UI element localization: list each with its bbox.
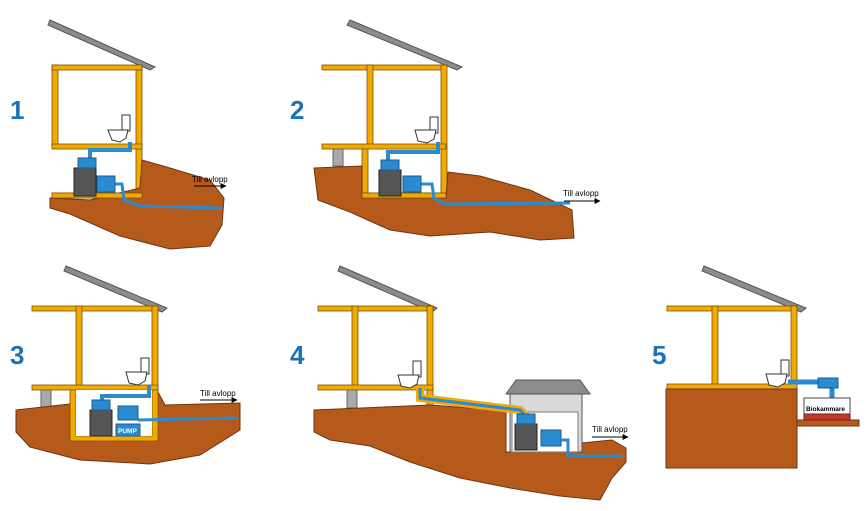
tank: [378, 169, 402, 197]
outlet-label: Till avlopp: [563, 189, 599, 198]
support-post: [346, 389, 358, 409]
house-frame: [666, 305, 798, 390]
house-frame: [317, 305, 434, 409]
pump-box: [115, 423, 141, 437]
roof: [337, 265, 438, 313]
roof: [63, 265, 168, 313]
scene-4: 4 Till avlopp: [290, 265, 629, 501]
ground-slab: [796, 419, 860, 427]
pump-unit: [96, 175, 116, 193]
outlet-label: Till avlopp: [192, 175, 228, 184]
house-frame: [31, 305, 159, 439]
pipe: [561, 438, 622, 458]
soil: [313, 404, 627, 501]
pump-unit: [402, 175, 422, 193]
scene-number: 1: [10, 95, 24, 125]
outlet-label: Till avlopp: [592, 425, 628, 434]
support-post: [40, 389, 52, 409]
pipe: [420, 182, 571, 206]
scene-5: 5 Biokammare: [652, 265, 860, 469]
roof: [701, 265, 807, 313]
pipe: [112, 182, 223, 210]
scene-2: 2 Till avlopp: [290, 19, 601, 241]
tank: [89, 409, 113, 437]
toilet-icon: [125, 357, 150, 386]
scene-number: 2: [290, 95, 304, 125]
toilet-icon: [414, 116, 439, 144]
tank: [514, 423, 538, 451]
pipe: [137, 416, 239, 422]
toilet-icon: [765, 359, 790, 388]
scene-number: 4: [290, 340, 305, 370]
toilet-icon: [397, 360, 422, 389]
chamber-label: Biokammare: [806, 406, 845, 413]
pump-label: PUMP: [118, 428, 137, 435]
toilet-icon: [107, 114, 131, 143]
support-post: [332, 148, 344, 167]
scene-3: 3 PUMP Till avlopp: [10, 265, 241, 465]
scene-number: 3: [10, 340, 24, 370]
biokammare-chamber: [803, 397, 851, 421]
scene-1: 1 Till avlopp: [10, 19, 228, 250]
pump-unit: [540, 429, 562, 447]
outlet-label: Till avlopp: [200, 389, 236, 398]
roof: [346, 19, 464, 71]
roof: [47, 19, 157, 71]
pump-unit: [117, 405, 139, 421]
soil: [665, 388, 798, 469]
scene-number: 5: [652, 340, 666, 370]
tank: [73, 167, 97, 197]
